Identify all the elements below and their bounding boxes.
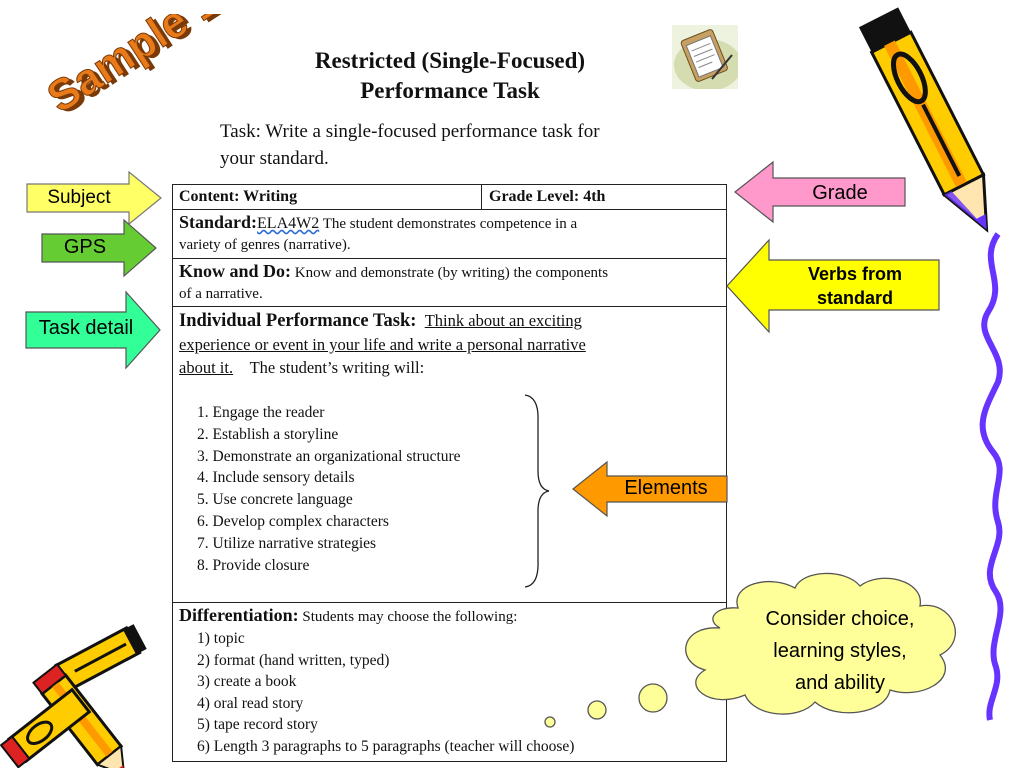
diff-label: Differentiation:	[179, 605, 299, 625]
verbs-label-line-1: Verbs from	[807, 264, 903, 284]
standard-code: ELA4W2	[257, 215, 320, 232]
pencil-icon	[858, 7, 989, 233]
know-and-do-cell: Know and Do: Know and demonstrate (by wr…	[179, 261, 720, 305]
differentiation-cell: Differentiation: Students may choose the…	[179, 605, 720, 628]
table-row-performance-task: Individual Performance Task: Think about…	[173, 307, 726, 603]
task-prompt-line-2: your standard.	[220, 148, 329, 169]
performance-task-cell: Individual Performance Task: Think about…	[179, 309, 720, 379]
list-item: 4) oral read story	[197, 694, 304, 712]
curly-brace-icon	[524, 394, 550, 588]
table-row-standard: Standard:ELA4W2 The student demonstrates…	[173, 210, 726, 259]
elements-label: Elements	[624, 477, 708, 499]
crossed-pencils-icon	[0, 624, 147, 768]
cloud-line-2: learning styles,	[773, 640, 907, 662]
clipboard-icon	[672, 25, 738, 89]
list-item: 8. Provide closure	[197, 556, 310, 574]
list-item: 6. Develop complex characters	[197, 512, 389, 530]
cloud-text: Consider choice, learning styles, and ab…	[720, 603, 960, 699]
grade-arrow	[734, 160, 906, 224]
task-text-1: Think about an exciting	[424, 311, 582, 330]
list-item: 2) format (hand written, typed)	[197, 651, 390, 669]
table-row-differentiation: Differentiation: Students may choose the…	[173, 603, 726, 760]
know-text-1: Know and demonstrate (by writing) the co…	[291, 265, 609, 281]
list-item: 7. Utilize narrative strategies	[197, 534, 377, 552]
list-item: 5. Use concrete language	[197, 491, 353, 509]
thought-cloud	[544, 572, 956, 728]
cloud-line-3: and ability	[794, 672, 886, 694]
standard-cell: Standard:ELA4W2 The student demonstrates…	[179, 212, 720, 256]
list-item: 3) create a book	[197, 673, 297, 691]
task-detail-label: Task detail	[38, 317, 134, 339]
task-label: Individual Performance Task:	[179, 311, 417, 331]
sample-wordart-text: Sample 1	[40, 14, 227, 122]
task-text-3: about it.	[179, 358, 234, 377]
table-row-content: Content: Writing Grade Level: 4th	[173, 185, 726, 210]
list-item: 4. Include sensory details	[197, 469, 355, 487]
list-item: 6) Length 3 paragraphs to 5 paragraphs (…	[197, 737, 575, 755]
list-item: 1. Engage the reader	[197, 404, 325, 421]
gps-arrow	[41, 218, 157, 278]
list-item: 3. Demonstrate an organizational structu…	[197, 447, 461, 465]
task-prompt: Task: Write a single-focused performance…	[220, 118, 720, 172]
list-item: 1) topic	[197, 630, 245, 647]
know-label: Know and Do:	[179, 261, 292, 281]
verbs-label: Verbs from standard	[770, 262, 940, 310]
cloud-line-1: Consider choice,	[765, 608, 915, 630]
standard-text-1: The student demonstrates competence in a	[319, 216, 578, 232]
content-cell: Content: Writing	[179, 188, 298, 205]
gps-label: GPS	[63, 236, 107, 258]
know-text-2: of a narrative.	[179, 286, 263, 302]
list-item: 5) tape record story	[197, 716, 318, 734]
elements-arrow	[572, 460, 728, 518]
table-row-know-and-do: Know and Do: Know and demonstrate (by wr…	[173, 259, 726, 307]
grade-label: Grade	[812, 182, 868, 204]
standard-text-2: variety of genres (narrative).	[179, 237, 351, 253]
differentiation-list: 1) topic 2) format (hand written, typed)…	[197, 628, 574, 758]
subject-label: Subject	[47, 187, 111, 208]
verbs-arrow	[726, 238, 940, 334]
standard-label: Standard:	[179, 212, 258, 232]
grade-level-cell: Grade Level: 4th	[489, 188, 606, 205]
diff-text: Students may choose the following:	[298, 609, 518, 625]
title-line-1: Restricted (Single-Focused)	[314, 48, 586, 73]
verbs-label-line-2: standard	[816, 288, 894, 308]
subject-arrow	[26, 170, 162, 226]
squiggle-line	[979, 232, 1004, 721]
sample-wordart: Sample 1 Sample 1	[40, 14, 232, 124]
elements-list: 1. Engage the reader 2. Establish a stor…	[197, 402, 461, 576]
task-text-2: experience or event in your life and wri…	[179, 335, 586, 354]
row-divider	[481, 185, 482, 209]
list-item: 2. Establish a storyline	[197, 425, 339, 443]
task-detail-arrow	[25, 290, 161, 370]
page-title: Restricted (Single-Focused) Performance …	[270, 46, 630, 106]
title-line-2: Performance Task	[360, 78, 540, 103]
task-table: Content: Writing Grade Level: 4th Standa…	[172, 184, 727, 762]
task-prompt-line-1: Task: Write a single-focused performance…	[220, 121, 600, 142]
task-text-4: The student’s writing will:	[249, 358, 425, 377]
